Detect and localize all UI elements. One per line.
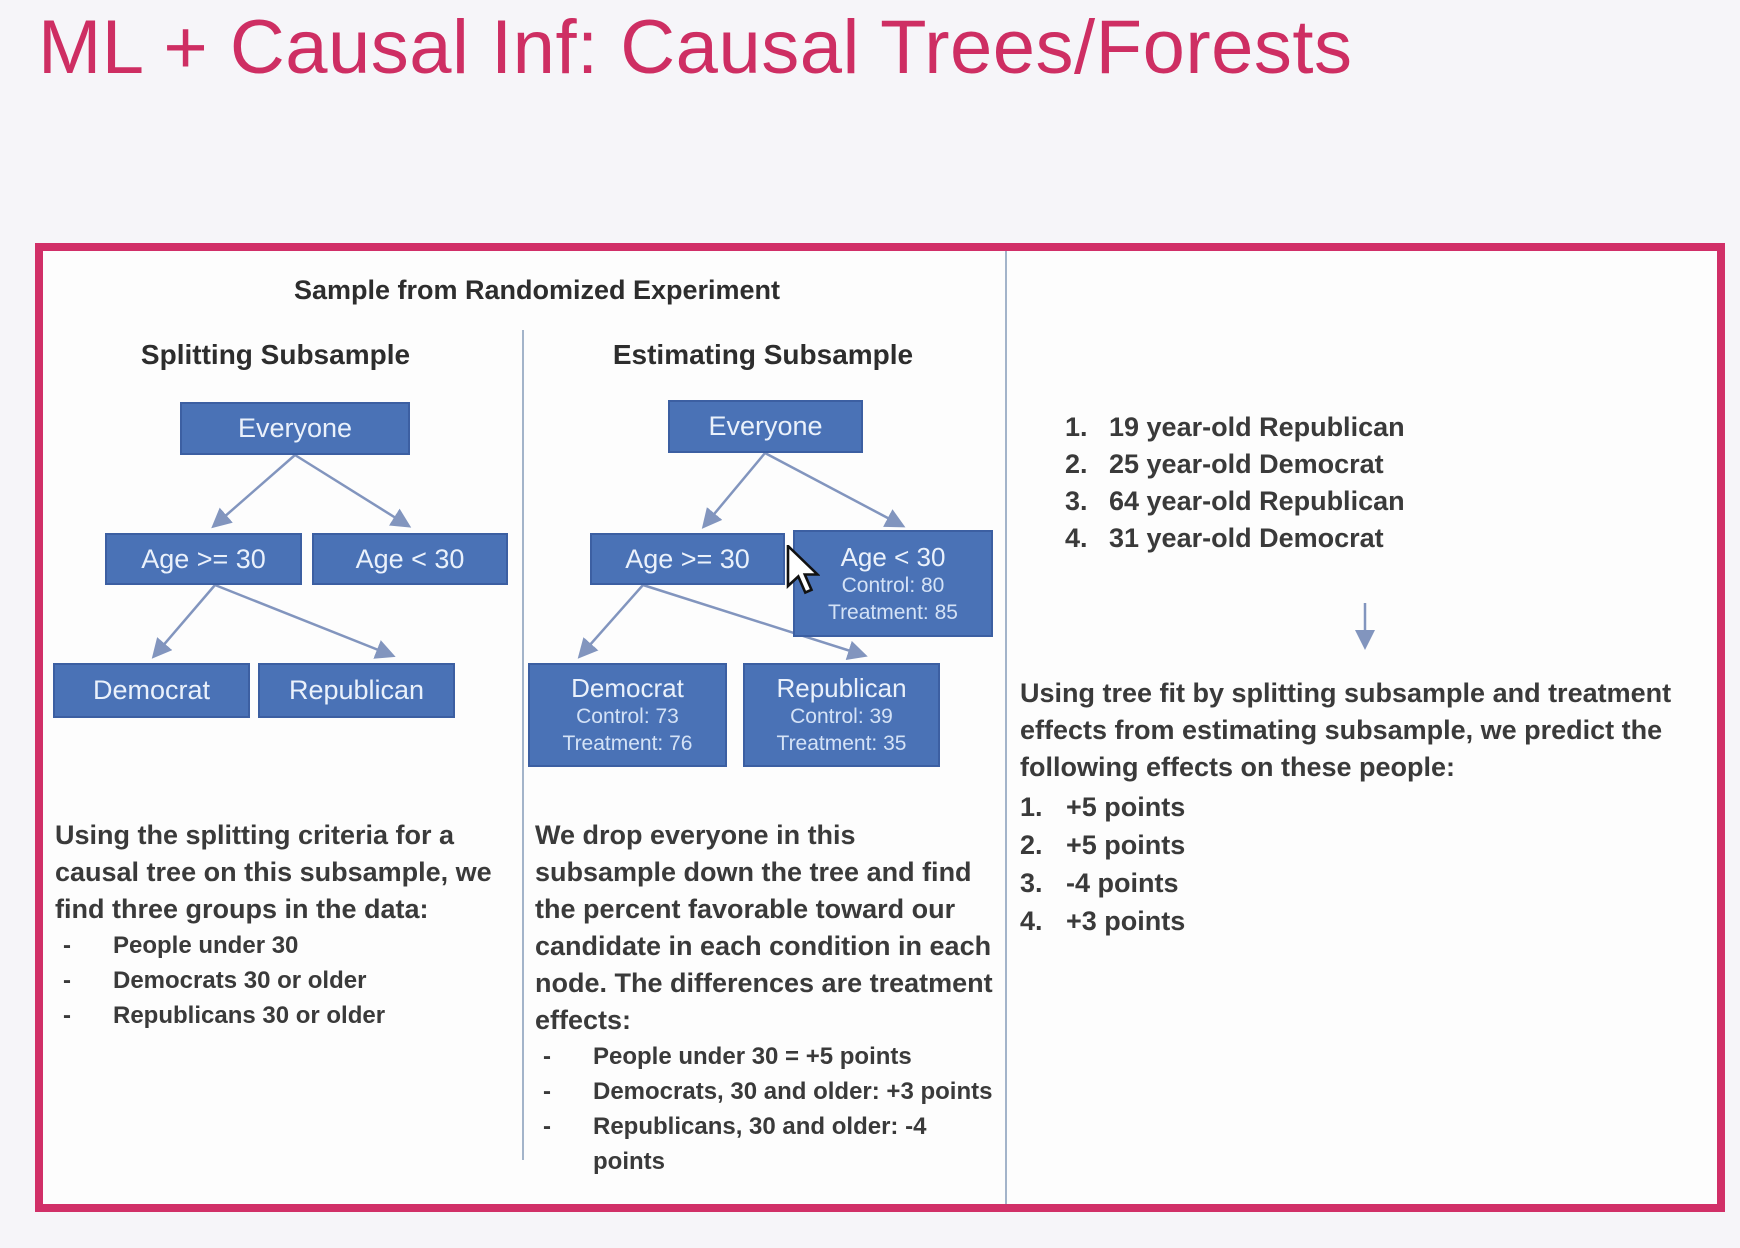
- panel-header: Sample from Randomized Experiment: [293, 275, 781, 305]
- column-divider-left: [522, 330, 524, 1160]
- people-list: 1.19 year-old Republican 2.25 year-old D…: [1065, 409, 1405, 557]
- splitting-bullet: -People under 30: [63, 932, 299, 959]
- effect-item: 2.+5 points: [1020, 830, 1186, 860]
- person-item: 2.25 year-old Democrat: [1065, 449, 1384, 479]
- mouse-cursor-icon: [786, 545, 820, 595]
- tree-node-age-lt-30-estimating: Age < 30 Control: 80 Treatment: 85: [793, 530, 993, 637]
- slide-title: ML + Causal Inf: Causal Trees/Forests: [38, 5, 1353, 90]
- content-panel: Sample from Randomized Experiment Splitt…: [35, 243, 1725, 1212]
- splitting-bullet: -Republicans 30 or older: [63, 1002, 386, 1029]
- splitting-bullet: -Democrats 30 or older: [63, 967, 367, 994]
- effect-item: 4.+3 points: [1020, 906, 1186, 936]
- estimating-paragraph: We drop everyone in this subsample down …: [535, 820, 993, 1035]
- effects-list: 1.+5 points 2.+5 points 3.-4 points 4.+3…: [1020, 788, 1726, 940]
- person-item: 4.31 year-old Democrat: [1065, 523, 1384, 553]
- tree-node-age-ge-30-splitting: Age >= 30: [105, 533, 302, 585]
- column-divider-right: [1005, 251, 1007, 1204]
- tree-node-republican-estimating: Republican Control: 39 Treatment: 35: [743, 663, 940, 767]
- tree-node-everyone-estimating: Everyone: [668, 400, 863, 453]
- prediction-paragraph: Using tree fit by splitting subsample an…: [1020, 678, 1672, 782]
- estimating-subsample-heading: Estimating Subsample: [612, 339, 914, 370]
- effect-item: 1.+5 points: [1020, 792, 1186, 822]
- tree-node-republican-splitting: Republican: [258, 663, 455, 718]
- tree-node-everyone-splitting: Everyone: [180, 402, 410, 455]
- tree-node-age-lt-30-splitting: Age < 30: [312, 533, 508, 585]
- splitting-subsample-heading: Splitting Subsample: [140, 339, 411, 370]
- estimating-explanation: We drop everyone in this subsample down …: [535, 817, 997, 1179]
- tree-node-democrat-splitting: Democrat: [53, 663, 250, 718]
- person-item: 1.19 year-old Republican: [1065, 412, 1405, 442]
- estimating-bullet: -People under 30 = +5 points: [543, 1043, 912, 1070]
- effect-item: 3.-4 points: [1020, 868, 1179, 898]
- tree-node-democrat-estimating: Democrat Control: 73 Treatment: 76: [528, 663, 727, 767]
- tree-node-age-ge-30-estimating: Age >= 30: [590, 533, 785, 585]
- prediction-explanation: Using tree fit by splitting subsample an…: [1020, 675, 1726, 940]
- splitting-paragraph: Using the splitting criteria for a causa…: [55, 820, 492, 924]
- person-item: 3.64 year-old Republican: [1065, 486, 1405, 516]
- splitting-explanation: Using the splitting criteria for a causa…: [55, 817, 500, 1033]
- estimating-bullet: -Republicans, 30 and older: -4 points: [543, 1113, 927, 1175]
- estimating-bullet: -Democrats, 30 and older: +3 points: [543, 1078, 993, 1105]
